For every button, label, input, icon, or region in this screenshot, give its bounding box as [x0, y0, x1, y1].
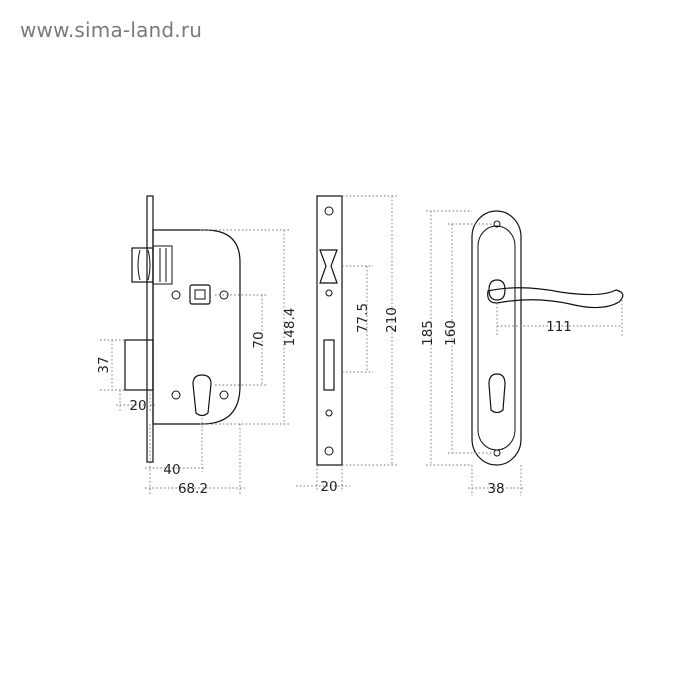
- bolt: [131, 247, 154, 283]
- watermark-text: www.sima-land.ru: [20, 18, 203, 42]
- lever-handle: [487, 287, 624, 309]
- screw-hole: [219, 390, 229, 400]
- latch-bolt: [124, 339, 154, 391]
- handle-keyhole: [488, 373, 506, 414]
- handle-screw-bottom: [493, 449, 501, 457]
- dim-line-160: [448, 223, 494, 454]
- handle-backplate: [471, 210, 522, 466]
- screw-hole: [171, 290, 181, 300]
- label-185: 185: [420, 320, 436, 346]
- label-70: 70: [251, 331, 267, 348]
- faceplate-screw-hole: [325, 409, 333, 417]
- dim-line-20-plate: [296, 465, 350, 492]
- dim-line-70: [215, 294, 268, 386]
- handle-set: [471, 210, 624, 466]
- label-40: 40: [163, 462, 180, 478]
- spindle-square-icon: [194, 289, 206, 300]
- label-160: 160: [443, 320, 459, 346]
- lock-case-outline: [152, 229, 241, 425]
- faceplate-screw-hole: [325, 289, 333, 297]
- spindle-follower: [189, 284, 211, 305]
- label-210: 210: [384, 307, 400, 333]
- bolt-detail: [137, 249, 151, 281]
- dim-line-77-5: [342, 265, 373, 373]
- screw-hole: [171, 390, 181, 400]
- lock-body-dimensions: [100, 229, 290, 495]
- bolt-housing: [153, 245, 173, 285]
- handle-backplate-inner: [477, 225, 516, 451]
- dim-line-111: [496, 300, 623, 336]
- dim-line-40: [145, 418, 205, 495]
- faceplate-dimensions: [296, 195, 398, 492]
- handle-rosette: [488, 279, 506, 301]
- label-20-plate: 20: [320, 479, 337, 495]
- dim-line-210: [342, 195, 398, 466]
- faceplate-outline: [316, 195, 343, 466]
- dim-line-20-left: [116, 390, 155, 412]
- faceplate-latch-opening: [319, 249, 338, 284]
- cylinder-keyhole: [192, 374, 212, 417]
- dim-line-37: [100, 339, 125, 391]
- faceplate-screw-bottom: [324, 446, 334, 456]
- label-20-latch: 20: [129, 398, 146, 414]
- handle-dimensions: [426, 210, 623, 496]
- dim-line-38: [468, 465, 525, 496]
- label-68-2: 68.2: [178, 481, 208, 497]
- lock-body: [124, 195, 241, 463]
- faceplate: [316, 195, 343, 466]
- label-37: 37: [96, 356, 112, 373]
- bolt-housing-lines: [159, 248, 167, 282]
- faceplate-screw-top: [324, 206, 334, 216]
- dim-line-68-2: [145, 424, 245, 495]
- label-77-5: 77.5: [355, 303, 371, 333]
- lock-faceplate-edge: [146, 195, 154, 463]
- label-148-4: 148.4: [282, 308, 298, 347]
- dim-line-185: [426, 210, 472, 466]
- label-111: 111: [546, 319, 572, 335]
- faceplate-bolt-opening: [323, 339, 335, 391]
- label-38: 38: [487, 481, 504, 497]
- dim-line-148-4: [200, 229, 290, 425]
